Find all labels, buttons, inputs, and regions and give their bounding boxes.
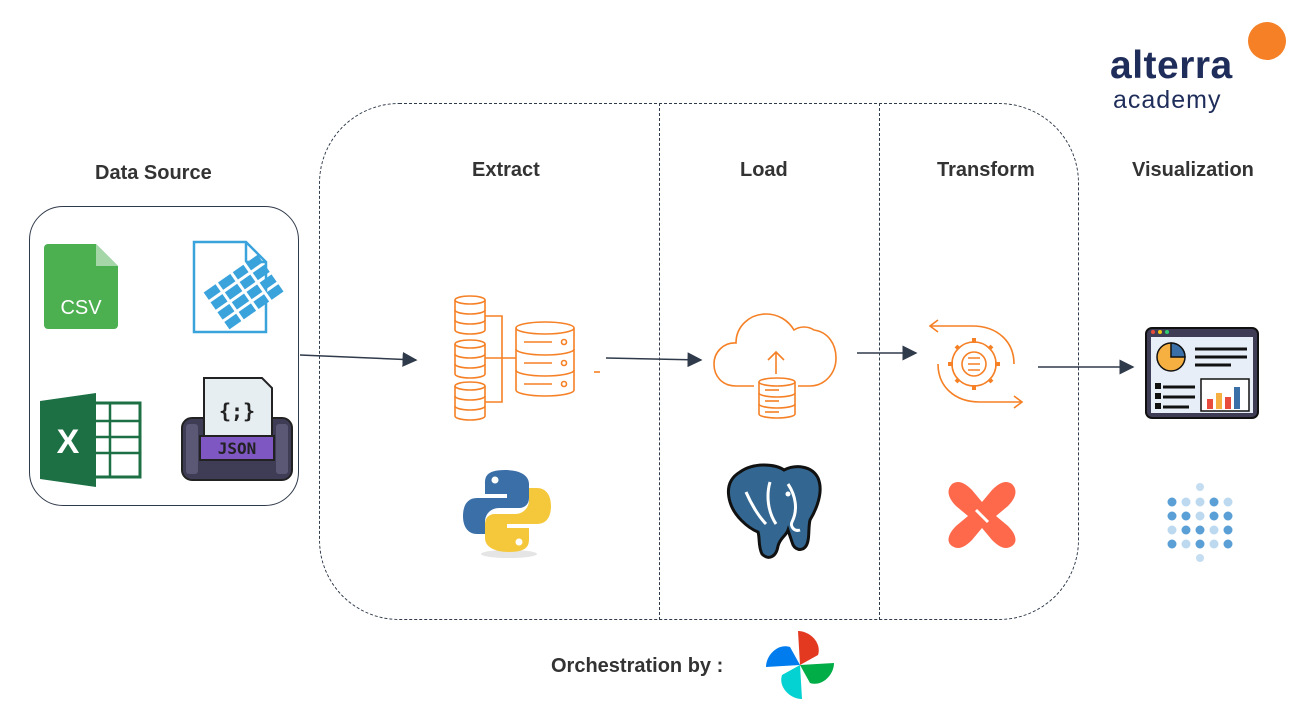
- airflow-icon: [766, 631, 834, 699]
- csv-file-icon: CSV: [44, 244, 118, 329]
- excel-label: X: [57, 423, 80, 461]
- logo-dot: [1248, 22, 1286, 60]
- heading-visualization: Visualization: [1132, 159, 1254, 181]
- heading-data-source: Data Source: [95, 162, 212, 184]
- json-file-icon: {;} JSON: [181, 377, 293, 481]
- arrow-source-to-extract: [299, 351, 418, 367]
- heading-extract: Extract: [472, 159, 540, 181]
- json-braces: {;}: [219, 399, 255, 423]
- divider-extract-load: [659, 103, 660, 620]
- logo-wordmark: alterra: [1110, 44, 1233, 87]
- excel-file-icon: X: [40, 393, 142, 487]
- logo-subtitle: academy: [1113, 86, 1222, 114]
- flat-file-icon: [192, 240, 284, 334]
- arrow-extract-to-load: [605, 352, 703, 368]
- dbt-icon: [948, 482, 1016, 548]
- dots-chart-icon: [1167, 483, 1233, 562]
- database-extract-icon: [454, 295, 600, 421]
- dashboard-icon: [1145, 327, 1259, 419]
- orchestration-label: Orchestration by :: [551, 655, 724, 677]
- python-icon: [463, 470, 551, 558]
- heading-load: Load: [740, 159, 788, 181]
- divider-load-transform: [879, 103, 880, 620]
- pipeline-box: [319, 103, 1079, 620]
- json-label: JSON: [218, 439, 257, 458]
- cloud-upload-icon: [713, 313, 837, 419]
- postgresql-icon: [726, 463, 822, 559]
- csv-label: CSV: [60, 297, 102, 319]
- data-source-box: [29, 206, 299, 506]
- transform-gear-icon: [928, 319, 1024, 409]
